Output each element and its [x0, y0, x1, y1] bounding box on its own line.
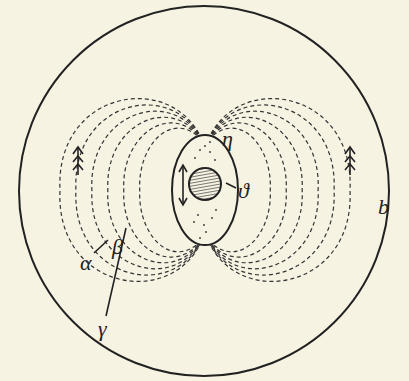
granule — [194, 157, 196, 159]
granule — [199, 149, 201, 151]
granule — [205, 231, 207, 233]
granule — [215, 209, 217, 211]
granule — [209, 141, 211, 143]
field-line — [76, 105, 202, 275]
granule — [209, 151, 211, 153]
theta-label: ϑ — [238, 180, 249, 202]
granule — [197, 214, 199, 216]
beta-label: β — [112, 236, 123, 258]
granule — [214, 159, 216, 161]
granule — [193, 221, 195, 223]
granule — [199, 237, 201, 239]
nucleus — [189, 168, 221, 200]
alpha-label: α — [80, 252, 92, 274]
leader-lines — [94, 183, 236, 316]
granule — [203, 224, 205, 226]
field-lines — [60, 99, 350, 282]
inner-ellipse — [172, 135, 238, 245]
granule — [204, 145, 206, 147]
b-label: b — [378, 196, 389, 218]
eta-label: η — [222, 128, 233, 150]
gamma-label: γ — [98, 318, 107, 340]
granule — [211, 217, 213, 219]
outer-circle — [19, 6, 389, 376]
arrow-symbols — [73, 147, 355, 205]
